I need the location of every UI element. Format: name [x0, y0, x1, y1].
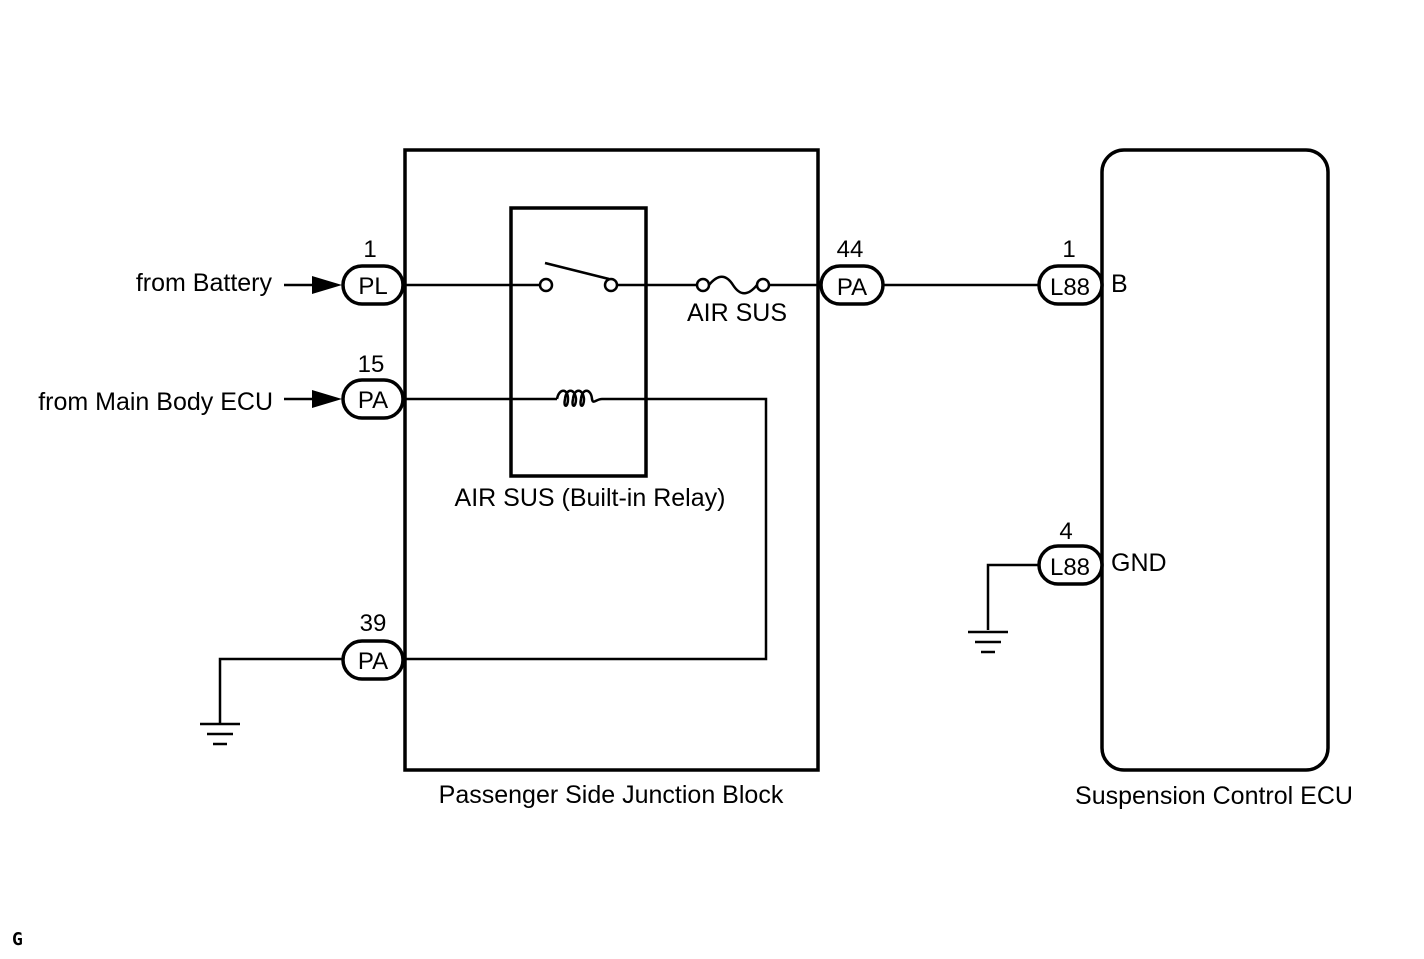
corner-mark: G: [12, 929, 23, 950]
ecu-outline: [1100, 148, 1330, 772]
junction-block-outline: [403, 148, 820, 772]
connector-code: PA: [358, 387, 388, 414]
pin-number: 39: [360, 610, 387, 637]
pin-number: 1: [1062, 236, 1075, 263]
ecu-label: Suspension Control ECU: [1075, 782, 1353, 810]
pin-number: 1: [363, 236, 376, 263]
relay-label: AIR SUS (Built-in Relay): [455, 484, 726, 512]
relay-coil-symbol: [555, 389, 603, 407]
arrow-icon: [312, 390, 342, 408]
relay-outline: [509, 206, 648, 478]
ecu-ground-wire: [986, 563, 1040, 630]
connector-pa-44: [819, 264, 885, 306]
coil-circuit-wire: [284, 389, 768, 661]
main-body-ecu-input-label: from Main Body ECU: [38, 388, 273, 416]
connector-code: PA: [358, 648, 388, 675]
connector-l88-4: [1037, 544, 1104, 586]
ground-icon: [968, 630, 1008, 654]
connector-code: PL: [358, 273, 387, 300]
connector-code: L88: [1050, 554, 1090, 581]
ecu-terminal-gnd: GND: [1111, 549, 1167, 577]
ground-icon: [200, 722, 240, 746]
arrow-icon: [312, 276, 342, 294]
connector-pa-15: [341, 378, 405, 420]
pin-number: 15: [358, 351, 385, 378]
connector-pa-39: [341, 639, 405, 681]
connector-code: PA: [837, 274, 867, 301]
pin-number: 44: [837, 236, 864, 263]
fuse-label: AIR SUS: [687, 299, 787, 327]
junction-ground-wire: [218, 657, 342, 724]
battery-input-label: from Battery: [136, 269, 273, 297]
fuse-symbol: [695, 275, 771, 295]
ecu-terminal-b: B: [1111, 270, 1128, 298]
pin-number: 4: [1059, 518, 1072, 545]
relay-switch-symbol: [538, 261, 619, 293]
battery-feed-wire: [284, 276, 540, 294]
connector-code: L88: [1050, 274, 1090, 301]
connector-pl-1: [341, 264, 405, 306]
connector-l88-1: [1037, 264, 1104, 306]
junction-block-label: Passenger Side Junction Block: [439, 781, 784, 809]
